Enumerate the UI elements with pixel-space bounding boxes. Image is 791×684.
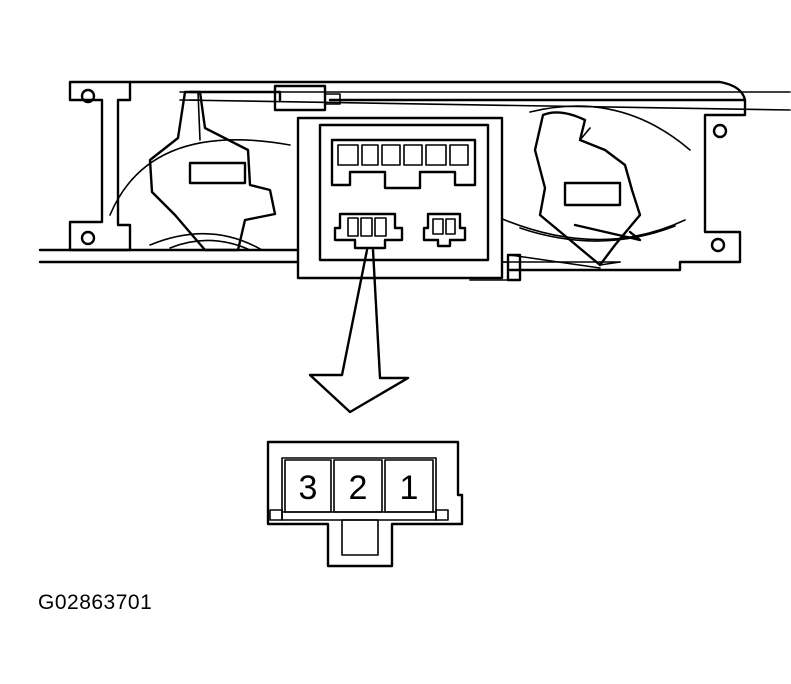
pin-cavity-2: 2 (333, 459, 383, 513)
pin-label-1: 1 (400, 469, 419, 507)
pin-label-3: 3 (299, 469, 318, 507)
pin-cavity-1: 1 (384, 459, 434, 513)
callout-arrow (308, 248, 410, 414)
figure-id: G02863701 (38, 591, 153, 614)
pin-cavity-3: 3 (284, 459, 332, 513)
blower-housing-assembly (38, 80, 791, 282)
connector-face-view: 3 2 1 (266, 440, 464, 568)
pin-label-2: 2 (349, 469, 368, 507)
